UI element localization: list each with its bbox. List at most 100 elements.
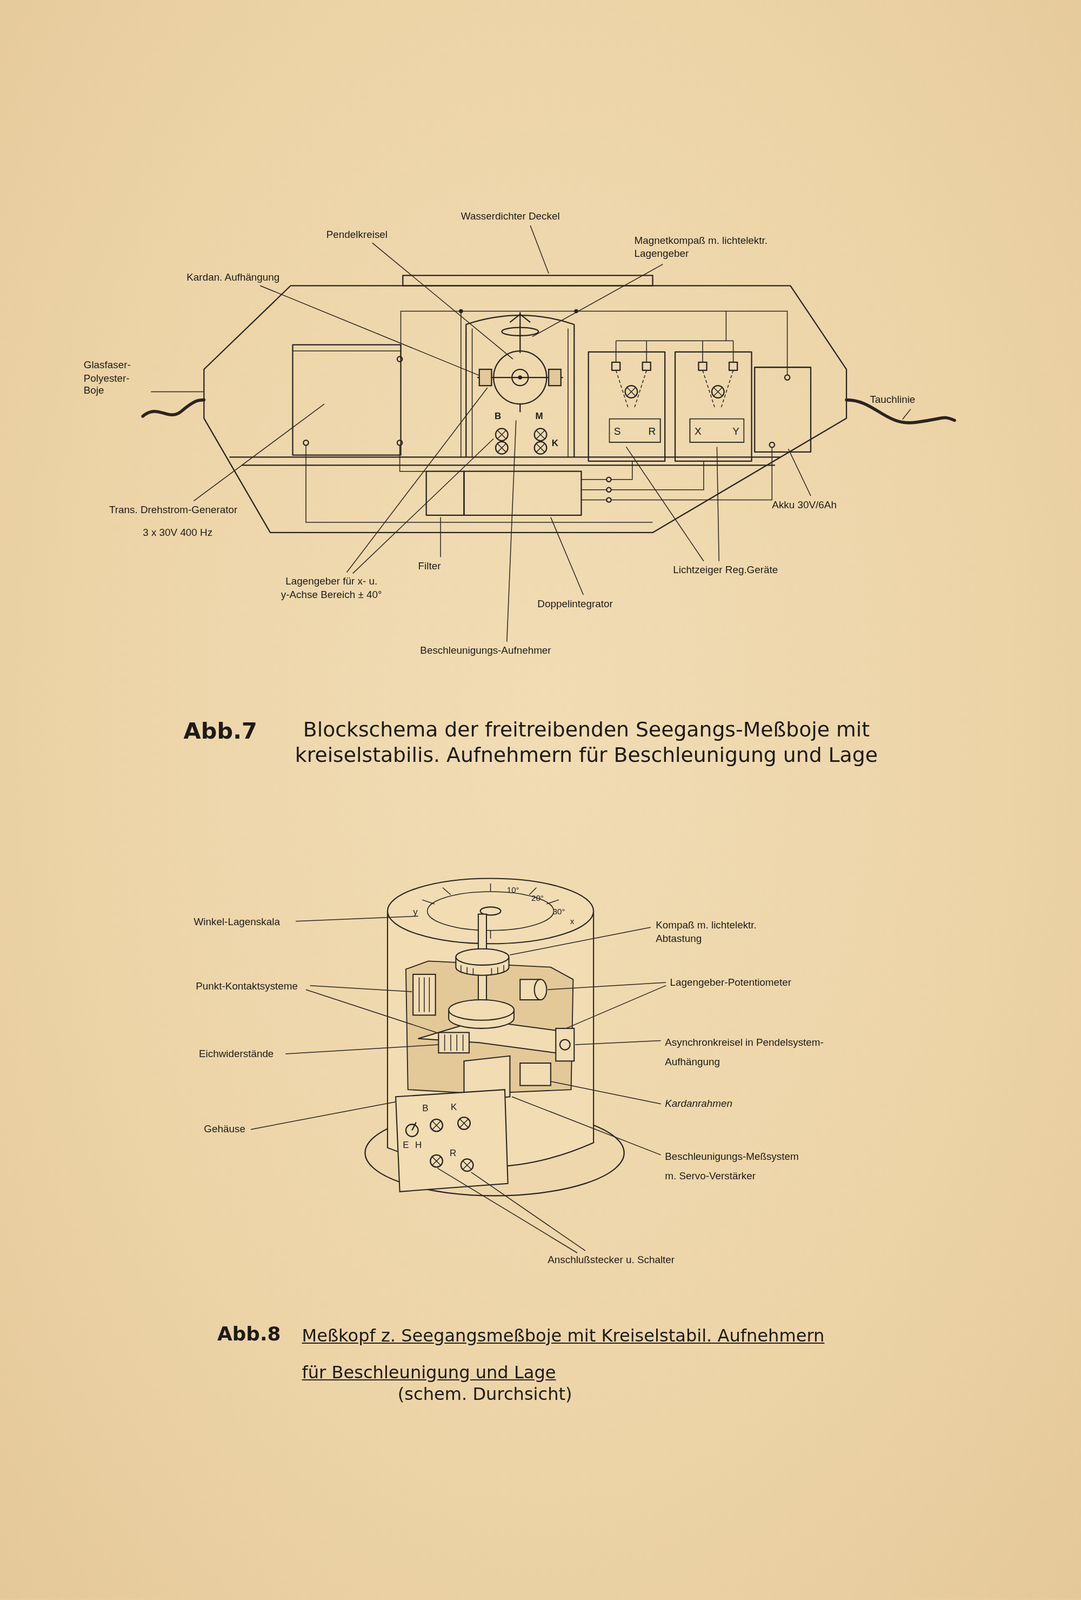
terminal-letter: S: [614, 424, 622, 437]
terminal-letter: E: [402, 1139, 409, 1151]
leader-line: [295, 915, 418, 921]
switch-lever: [411, 1121, 417, 1130]
scale-mark: y: [412, 906, 418, 918]
wiring: [401, 310, 788, 457]
left-cable: [142, 399, 204, 417]
terminal-letter: Y: [732, 424, 740, 437]
socket-cross: [497, 430, 545, 452]
leader-line: [509, 926, 651, 955]
junction: [458, 309, 464, 314]
part-label: Glasfaser- Polyester- Boje: [83, 358, 148, 398]
leader-line: [352, 438, 494, 573]
part-label: 3 x 30V 400 Hz: [142, 526, 213, 540]
part-label: Tauchlinie: [869, 393, 916, 407]
terminal-letter: X: [694, 424, 702, 437]
terminal: [784, 374, 790, 380]
leader-line: [625, 446, 704, 561]
wiring: [305, 445, 772, 523]
part-label: Doppelintegrator: [537, 597, 613, 611]
terminal: [303, 439, 309, 445]
part-label: Filter: [418, 559, 442, 573]
terminal: [769, 442, 775, 447]
photo-cell: [642, 362, 651, 371]
leader-line: [716, 446, 719, 561]
resistor-box: SR: [608, 418, 661, 443]
resistor-stripes: [444, 1033, 464, 1051]
leader-line: [532, 264, 664, 337]
part-label: Eichwiderstände: [198, 1047, 274, 1061]
leader-line: [285, 1044, 439, 1054]
scale-tick: [422, 883, 559, 939]
terminal-letter: K: [551, 437, 559, 449]
potentiometer-knob: [534, 978, 547, 1000]
compass-shaft: [509, 311, 531, 353]
part-label: Kardanrahmen: [664, 1097, 733, 1111]
generator-box: [292, 344, 402, 456]
scale-mark: 10°: [506, 885, 520, 896]
light-pointer-box: [675, 351, 752, 462]
part-label: Kompaß m. lichtelektr. Abtastung: [655, 918, 794, 945]
integrator-box: [463, 471, 582, 516]
leader-line: [437, 1167, 577, 1253]
part-label: Winkel-Lagenskala: [193, 915, 280, 929]
part-label: Lagengeber für x- u. y-Achse Bereich ± 4…: [280, 575, 383, 601]
leader-line: [439, 517, 442, 558]
leader-line: [150, 391, 204, 393]
terminal-letter: R: [449, 1147, 457, 1159]
terminal-letter: B: [494, 410, 502, 423]
part-label: Gehäuse: [203, 1122, 246, 1136]
leader-line: [565, 985, 666, 1029]
part-label: Lichtzeiger Reg.Geräte: [672, 563, 778, 577]
compass-disc: [455, 948, 509, 965]
photo-cell: [698, 362, 707, 371]
filter-box: [426, 471, 465, 516]
gimbal-bearing: [479, 369, 492, 386]
contact-block: [412, 973, 436, 1015]
part-label: Lagengeber-Potentiometer: [670, 976, 792, 990]
compass-teeth: [461, 964, 504, 976]
photo-cell: [729, 362, 738, 371]
leader-line: [547, 982, 666, 990]
leader-line: [902, 409, 911, 420]
scale-mark: x: [570, 916, 575, 927]
leader-line: [550, 517, 584, 595]
leader-line: [471, 1171, 586, 1251]
buoy-hull: [203, 285, 847, 533]
terminal-letter: B: [422, 1102, 429, 1114]
terminal: [606, 487, 611, 492]
part-label: Asynchronkreisel in Pendelsystem-Aufhäng…: [664, 1031, 839, 1071]
leader-line: [550, 1081, 662, 1104]
housing-top: [387, 878, 594, 944]
part-label: Beschleunigungs-Meßsystem m. Servo-Verst…: [664, 1146, 808, 1186]
leader-line: [506, 419, 517, 642]
light-pointer-box: [588, 351, 666, 462]
terminal-letter: H: [415, 1139, 422, 1151]
terminal: [606, 477, 611, 482]
terminal-letter: K: [450, 1101, 457, 1113]
servo-amplifier: [519, 1062, 551, 1086]
part-label: Kardan. Aufhängung: [186, 271, 280, 285]
part-label: Magnetkompaß m. lichtelektr. Lagengeber: [634, 234, 793, 260]
terminal-letter: M: [535, 410, 544, 423]
lamp-cross: [626, 387, 722, 396]
part-label: Trans. Drehstrom-Generator: [109, 503, 238, 517]
contact-fingers: [418, 977, 430, 1012]
scale-mark: 30°: [552, 906, 566, 917]
figure-caption: (schem. Durchsicht): [397, 1382, 573, 1405]
terminal: [606, 497, 611, 502]
platform: [241, 464, 776, 466]
leader-line: [372, 242, 513, 359]
gyro-rotor: [448, 999, 515, 1020]
leader-line: [310, 985, 413, 992]
calibration-resistors: [438, 1031, 470, 1053]
leader-line: [575, 1040, 661, 1045]
photo-cell: [611, 362, 620, 371]
scale-ring: [427, 891, 555, 931]
leader-line: [530, 225, 549, 274]
battery-box: [754, 366, 811, 452]
leader-line: [259, 285, 480, 376]
bearing: [559, 1039, 571, 1050]
leader-line: [788, 448, 811, 496]
socket-cross: [432, 1118, 472, 1169]
connector-panel: [395, 1089, 509, 1192]
